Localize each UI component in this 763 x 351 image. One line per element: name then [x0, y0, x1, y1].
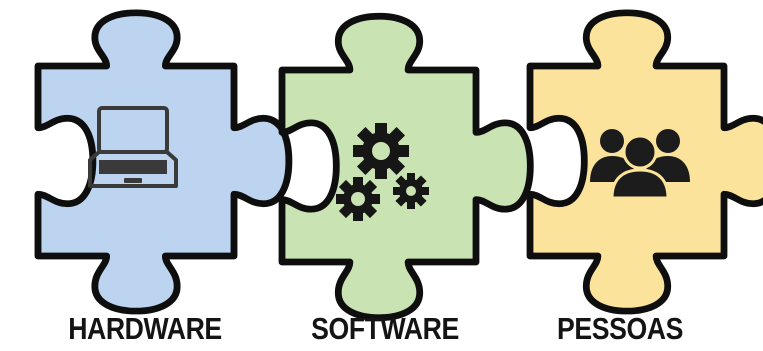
puzzle-piece-software [282, 16, 530, 317]
label-hardware: HARDWARE [68, 311, 222, 346]
piece-shape-software [282, 16, 530, 317]
label-pessoas: PESSOAS [557, 311, 683, 346]
people-icon [590, 129, 690, 200]
label-software: SOFTWARE [311, 311, 459, 346]
gears-icon [336, 123, 429, 221]
laptop-icon [88, 106, 178, 188]
